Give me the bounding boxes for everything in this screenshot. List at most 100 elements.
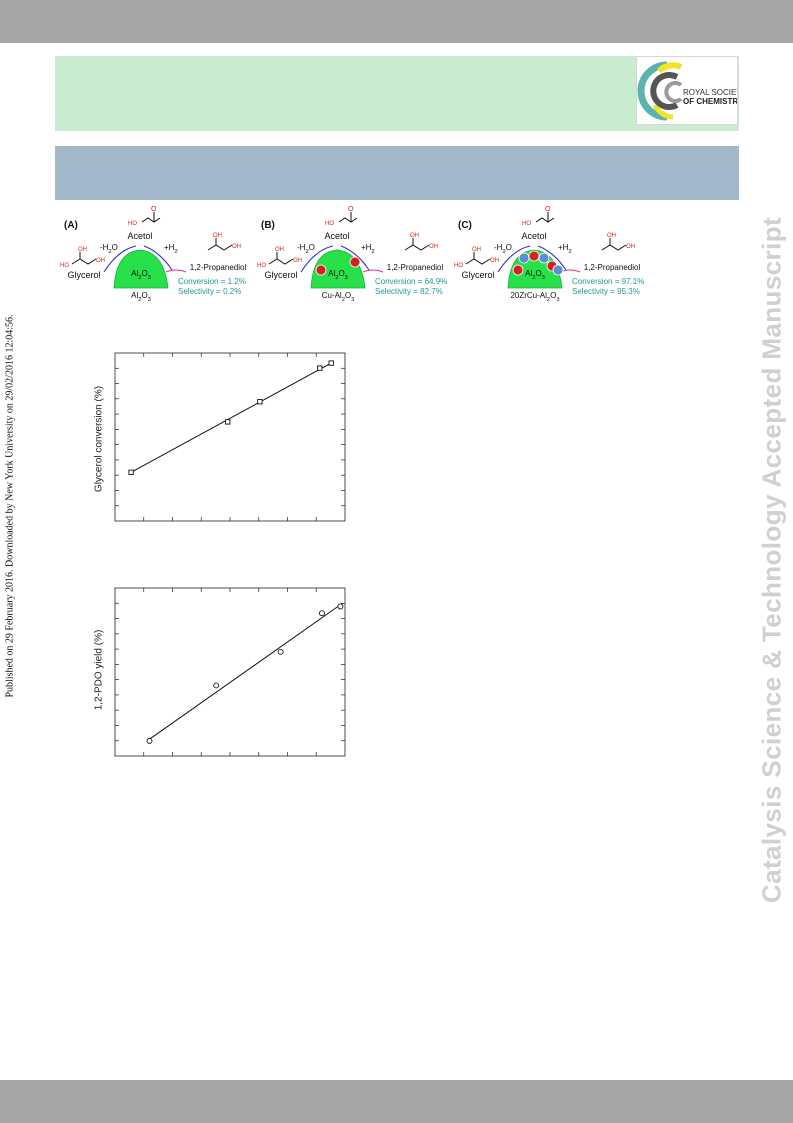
glycerol-oh: OH	[472, 247, 481, 253]
scheme-panel-1: (A)OHOAcetolOHHOOHGlycerol-H2O+H2Al2O3OH…	[60, 206, 246, 303]
pdo-skeleton	[404, 244, 430, 251]
minus-h2o-label: -H2O	[494, 243, 512, 255]
data-point	[128, 469, 134, 475]
acetol-oxygen: O	[545, 206, 551, 213]
minus-h2o-label: -H2O	[100, 243, 118, 255]
arrow-out	[165, 269, 187, 273]
cu-particle	[315, 264, 327, 276]
plus-h2-label: +H2	[164, 243, 178, 255]
pdo-oh2: OH	[429, 244, 438, 250]
glycerol-skeleton	[465, 258, 491, 265]
glycerol-skeleton	[268, 258, 294, 265]
data-point	[146, 737, 153, 744]
acetol-skeleton	[338, 217, 358, 223]
support-label: Al2O3	[328, 269, 348, 281]
rsc-logo: ROYAL SOCIETY OF CHEMISTRY	[636, 56, 747, 125]
header-bar	[0, 0, 793, 43]
glycerol-oh: OH	[275, 247, 284, 253]
panel-tag: (C)	[458, 220, 472, 231]
glycerol-oh2: OH	[293, 258, 302, 264]
data-point	[277, 648, 284, 655]
zr-cu-particle	[512, 264, 524, 276]
selectivity-text: Selectivity = 95.3%	[572, 287, 640, 296]
acetol-label: Acetol	[521, 231, 546, 241]
fit-line	[149, 602, 343, 740]
acetol-ho: HO	[325, 221, 334, 227]
glycerol-ho: HO	[454, 263, 463, 269]
catalyst-label: 20ZrCu-Al2O3	[510, 291, 559, 303]
pdo-oh: OH	[607, 233, 616, 239]
zr-cu-particle	[528, 250, 540, 262]
glycerol-ho: HO	[60, 263, 69, 269]
panel-tag: (B)	[261, 220, 275, 231]
minus-h2o-label: -H2O	[297, 243, 315, 255]
glycerol-label: Glycerol	[67, 270, 100, 280]
acetol-skeleton	[141, 217, 161, 223]
panel-tag: (A)	[64, 220, 78, 231]
plot-frame	[114, 587, 346, 757]
data-point	[213, 682, 220, 689]
pdo-oh2: OH	[626, 244, 635, 250]
scheme-panel-2: (B)OHOAcetolOHHOOHGlycerol-H2O+H2Al2O3OH…	[257, 206, 447, 303]
graphical-abstract-banner	[55, 56, 739, 131]
glycerol-skeleton	[71, 258, 97, 265]
arrow-mid	[537, 245, 567, 271]
data-point	[225, 419, 231, 425]
zr-cu-particle	[538, 252, 550, 264]
scheme-panel-3: (C)OHOAcetolOHHOOHGlycerol-H2O+H2Al2O3OH…	[454, 206, 644, 303]
chart-pdo-yield: 1,2-PDO yield (%)	[70, 580, 360, 770]
acetol-ho: HO	[522, 221, 531, 227]
fit-line	[130, 362, 332, 473]
acetol-label: Acetol	[127, 231, 152, 241]
logo-line-1: ROYAL SOCIETY	[683, 88, 737, 97]
conversion-text: Conversion = 97.1%	[572, 277, 644, 286]
product-label: 1,2-Propanediol	[190, 263, 247, 272]
published-note: Published on 29 February 2016. Downloade…	[4, 314, 16, 698]
product-label: 1,2-Propanediol	[584, 263, 641, 272]
data-point	[328, 360, 334, 366]
glycerol-oh2: OH	[490, 258, 499, 264]
chart1-ylabel: Glycerol conversion (%)	[93, 385, 105, 493]
catalyst-blob	[113, 249, 169, 289]
logo-line-2: OF CHEMISTRY	[683, 97, 737, 106]
selectivity-text: Selectivity = 82.7%	[375, 287, 443, 296]
catalyst-label: Al2O3	[131, 291, 151, 303]
conversion-text: Conversion = 1.2%	[178, 277, 246, 286]
pdo-skeleton	[207, 244, 233, 251]
glycerol-oh2: OH	[96, 258, 105, 264]
journal-side-title: Catalysis Science & Technology Accepted …	[756, 216, 787, 904]
arrow-in	[300, 245, 334, 273]
pdo-oh: OH	[213, 233, 222, 239]
footer-bar	[0, 1080, 793, 1123]
glycerol-ho: HO	[257, 263, 266, 269]
zr-cu-particle	[552, 264, 564, 276]
support-label: Al2O3	[525, 269, 545, 281]
glycerol-label: Glycerol	[264, 270, 297, 280]
section-header-bar	[55, 146, 739, 200]
data-point	[317, 365, 323, 371]
pdo-skeleton	[601, 244, 627, 251]
chart-glycerol-conversion: Glycerol conversion (%)	[70, 345, 360, 535]
catalyst-label: Cu-Al2O3	[322, 291, 355, 303]
plot-frame	[114, 352, 346, 522]
acetol-oxygen: O	[151, 206, 157, 213]
chart2-ylabel: 1,2-PDO yield (%)	[93, 629, 105, 711]
product-label: 1,2-Propanediol	[387, 263, 444, 272]
pdo-oh2: OH	[232, 244, 241, 250]
plus-h2-label: +H2	[558, 243, 572, 255]
acetol-ho: HO	[128, 221, 137, 227]
acetol-label: Acetol	[324, 231, 349, 241]
acetol-oxygen: O	[348, 206, 354, 213]
arrow-in	[497, 245, 531, 273]
data-point	[319, 610, 325, 617]
arrow-mid	[340, 245, 370, 271]
cu-particle	[349, 256, 361, 268]
data-point	[337, 603, 344, 610]
arrow-out	[362, 269, 384, 273]
zr-cu-particle	[518, 252, 530, 264]
arrow-in	[103, 245, 137, 273]
glycerol-label: Glycerol	[461, 270, 494, 280]
conversion-text: Conversion = 64.9%	[375, 277, 447, 286]
acetol-skeleton	[535, 217, 555, 223]
